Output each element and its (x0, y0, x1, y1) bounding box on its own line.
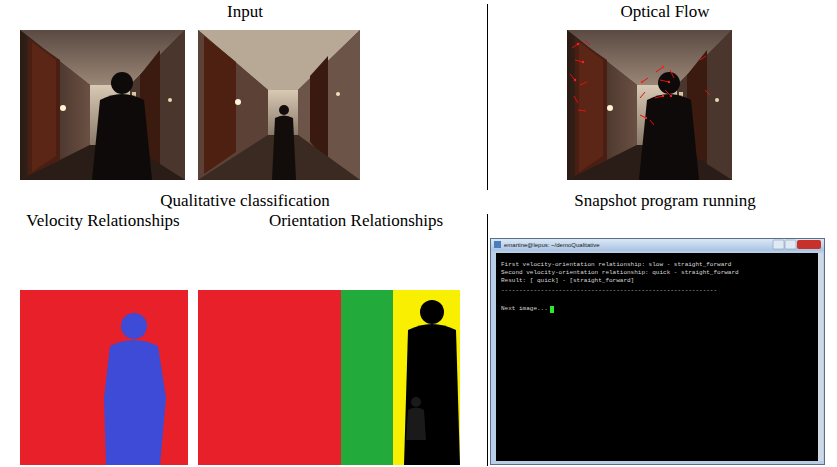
terminal-line: Next image... (501, 306, 548, 312)
terminal-line: First velocity-orientation relationship:… (501, 262, 731, 268)
panel-caption: Optical Flow (620, 3, 709, 20)
panel-caption: Snapshot program running (574, 192, 755, 209)
panel-caption: Input (227, 3, 263, 20)
terminal-cursor (550, 306, 554, 313)
panel-caption: Qualitative classification (160, 192, 329, 209)
window-title: emartine@lepus: ~/demoQualitative (504, 242, 600, 248)
sub-caption: Orientation Relationships (269, 212, 443, 229)
terminal-line: Second velocity-orientation relationship… (501, 270, 739, 276)
terminal-line: ----------------------------------------… (501, 288, 717, 294)
sub-caption: Velocity Relationships (26, 212, 179, 229)
terminal-line: Result: [ quick] - [straight_forward] (501, 278, 634, 284)
